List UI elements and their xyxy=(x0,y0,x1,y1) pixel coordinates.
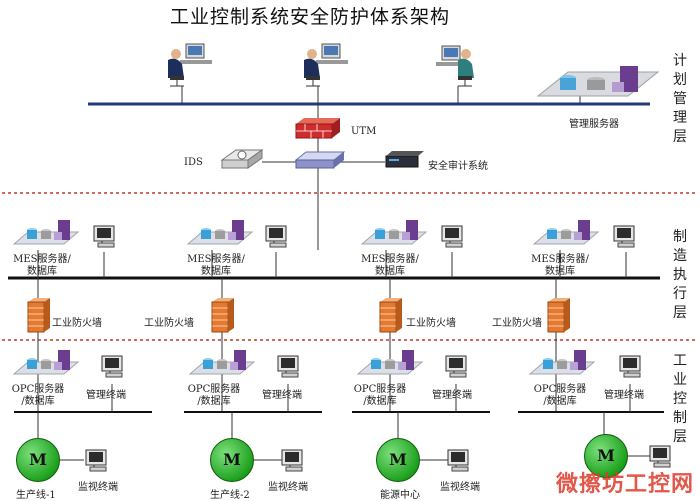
mes-server-cluster-3 xyxy=(360,220,428,245)
opc-label-line2: /数据库 xyxy=(543,396,577,407)
mes-label-line2: 数据库 xyxy=(375,266,405,277)
layer-label-exec: 制造执行层 xyxy=(673,229,687,321)
mgmt-terminal-3 xyxy=(445,355,467,378)
audit-appliance xyxy=(385,151,424,168)
ids-appliance xyxy=(220,149,264,169)
line-label-2: 生产线-2 xyxy=(210,490,250,501)
mes-label-line2: 数据库 xyxy=(27,266,57,277)
mes-label-line1: MES服务器/ xyxy=(361,254,419,265)
core-switch xyxy=(294,151,346,169)
mes-server-label-1: MES服务器/数据库 xyxy=(12,254,72,278)
industrial-firewall-2 xyxy=(211,298,234,333)
mgmt-terminal-label-3: 管理终端 xyxy=(432,390,472,401)
opc-server-label-1: OPC服务器/数据库 xyxy=(8,384,68,408)
opc-server-label-2: OPC服务器/数据库 xyxy=(184,384,244,408)
mes-server-cluster-1 xyxy=(12,220,80,245)
monitor-terminal-label-2: 监视终端 xyxy=(268,482,308,493)
motor-icon: M xyxy=(16,438,60,482)
opc-server-cluster-3 xyxy=(356,350,424,375)
mgmt-terminal-label-4: 管理终端 xyxy=(604,390,644,401)
mes-label-line2: 数据库 xyxy=(201,266,231,277)
mes-server-label-2: MES服务器/数据库 xyxy=(186,254,246,278)
exec-terminal-3 xyxy=(441,225,463,248)
management-server-label: 管理服务器 xyxy=(569,119,619,130)
site-watermark: 微擦坊工控网 xyxy=(555,472,694,497)
opc-server-cluster-2 xyxy=(188,350,256,375)
layer-label-ctrl: 工业控制层 xyxy=(673,353,687,445)
opc-server-cluster-1 xyxy=(12,350,80,375)
exec-terminal-4 xyxy=(613,225,635,248)
mgmt-terminal-4 xyxy=(619,355,641,378)
opc-label-line1: OPC服务器 xyxy=(11,384,65,395)
operator-1 xyxy=(168,43,212,87)
monitor-terminal-3 xyxy=(447,449,469,472)
mes-server-cluster-4 xyxy=(532,220,600,245)
firewall-label-2: 工业防火墙 xyxy=(144,318,194,329)
line-label-1: 生产线-1 xyxy=(16,490,56,501)
audit-system-label: 安全审计系统 xyxy=(428,161,488,172)
opc-server-label-3: OPC服务器/数据库 xyxy=(350,384,410,408)
monitor-terminal-4 xyxy=(649,445,671,468)
firewall-label-1: 工业防火墙 xyxy=(52,318,102,329)
exec-terminal-1 xyxy=(93,225,115,248)
operator-2 xyxy=(304,43,348,87)
opc-server-label-4: OPC服务器/数据库 xyxy=(530,384,590,408)
ids-label: IDS xyxy=(184,157,203,168)
industrial-firewall-1 xyxy=(27,298,50,333)
motor-icon: M xyxy=(376,438,420,482)
mes-server-label-3: MES服务器/数据库 xyxy=(360,254,420,278)
opc-label-line2: /数据库 xyxy=(21,396,55,407)
utm-label: UTM xyxy=(351,126,377,137)
diagram-title: 工业控制系统安全防护体系架构 xyxy=(169,6,450,28)
mgmt-terminal-label-1: 管理终端 xyxy=(86,390,126,401)
monitor-terminal-2 xyxy=(281,449,303,472)
industrial-firewall-4 xyxy=(547,298,570,333)
opc-server-cluster-4 xyxy=(528,350,596,375)
management-server-cluster xyxy=(536,66,660,97)
opc-label-line1: OPC服务器 xyxy=(187,384,241,395)
firewall-label-4: 工业防火墙 xyxy=(492,318,542,329)
industrial-firewall-3 xyxy=(379,298,402,333)
exec-terminal-2 xyxy=(265,225,287,248)
operator-3 xyxy=(436,45,474,87)
mes-server-label-4: MES服务器/数据库 xyxy=(530,254,590,278)
opc-label-line2: /数据库 xyxy=(363,396,397,407)
mes-label-line1: MES服务器/ xyxy=(13,254,71,265)
mes-label-line1: MES服务器/ xyxy=(531,254,589,265)
line-label-3: 能源中心 xyxy=(380,490,420,501)
utm-appliance xyxy=(295,118,340,139)
mgmt-terminal-1 xyxy=(101,355,123,378)
opc-label-line2: /数据库 xyxy=(197,396,231,407)
motor-icon: M xyxy=(210,438,254,482)
monitor-terminal-label-1: 监视终端 xyxy=(78,482,118,493)
monitor-terminal-1 xyxy=(85,449,107,472)
mes-server-cluster-2 xyxy=(186,220,254,245)
opc-label-line1: OPC服务器 xyxy=(533,384,587,395)
mgmt-terminal-2 xyxy=(277,355,299,378)
motor-icon: M xyxy=(584,434,628,478)
mes-label-line2: 数据库 xyxy=(545,266,575,277)
layer-label-plan: 计划管理层 xyxy=(673,53,687,145)
monitor-terminal-label-3: 监视终端 xyxy=(440,482,480,493)
firewall-label-3: 工业防火墙 xyxy=(406,318,456,329)
mes-label-line1: MES服务器/ xyxy=(187,254,245,265)
opc-label-line1: OPC服务器 xyxy=(353,384,407,395)
mgmt-terminal-label-2: 管理终端 xyxy=(262,390,302,401)
